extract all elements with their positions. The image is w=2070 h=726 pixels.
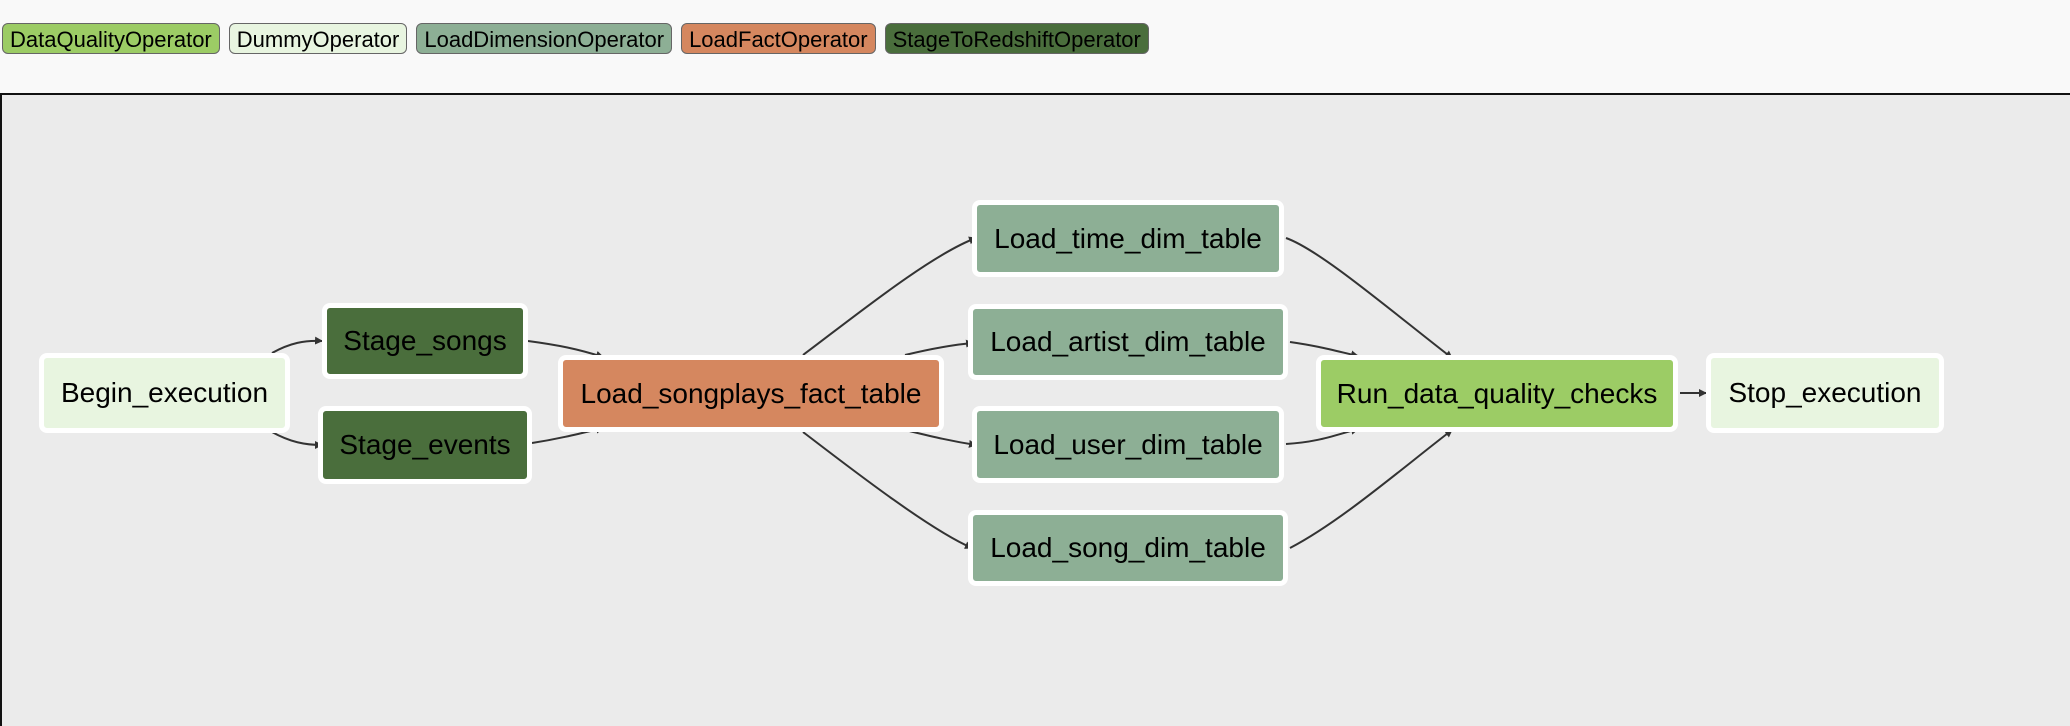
node-stage-events[interactable]: Stage_events [318, 406, 532, 484]
node-begin-execution[interactable]: Begin_execution [39, 353, 290, 433]
edge-stage-songs-to-songplays [527, 340, 604, 359]
legend-stage-to-redshift-operator[interactable]: StageToRedshiftOperator [884, 23, 1149, 54]
legend-load-dimension-operator[interactable]: LoadDimensionOperator [416, 23, 673, 54]
edge-begin-to-stage-songs [271, 336, 323, 354]
node-load-artist-dim-table[interactable]: Load_artist_dim_table [968, 304, 1288, 380]
node-stage-songs[interactable]: Stage_songs [322, 303, 528, 379]
edge-artist-dim-to-quality [1289, 341, 1359, 359]
edge-song-dim-to-quality [1289, 429, 1453, 549]
legend-dummy-operator[interactable]: DummyOperator [228, 23, 408, 54]
edge-songplays-to-artist-dim [904, 339, 974, 356]
operator-legend: DataQualityOperator DummyOperator LoadDi… [2, 23, 1149, 59]
node-load-user-dim-table[interactable]: Load_user_dim_table [972, 406, 1284, 483]
edge-songplays-to-time-dim [802, 236, 977, 356]
edge-time-dim-to-quality [1285, 237, 1453, 359]
node-load-songplays-fact-table[interactable]: Load_songplays_fact_table [558, 355, 944, 432]
node-load-song-dim-table[interactable]: Load_song_dim_table [968, 510, 1288, 586]
edge-songplays-to-user-dim [904, 429, 977, 448]
node-load-time-dim-table[interactable]: Load_time_dim_table [972, 200, 1284, 277]
node-run-data-quality-checks[interactable]: Run_data_quality_checks [1316, 355, 1678, 432]
edge-songplays-to-song-dim [802, 431, 973, 549]
node-stop-execution[interactable]: Stop_execution [1706, 353, 1944, 433]
legend-load-fact-operator[interactable]: LoadFactOperator [681, 23, 876, 54]
edge-begin-to-stage-events [271, 431, 323, 449]
legend-data-quality-operator[interactable]: DataQualityOperator [2, 23, 220, 54]
